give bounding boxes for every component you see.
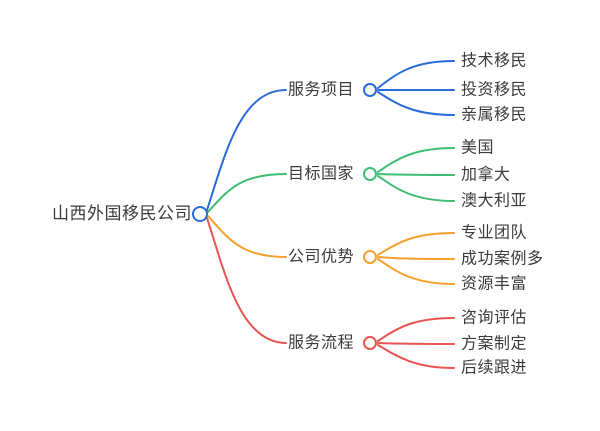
leaf-label-2-0[interactable]: 专业团队 <box>461 224 528 242</box>
edge-branch-1-to-leaf-0 <box>377 147 455 173</box>
leaf-label-2-1[interactable]: 成功案例多 <box>461 250 544 268</box>
leaf-label-3-1[interactable]: 方案制定 <box>461 335 528 353</box>
leaf-label-0-2[interactable]: 亲属移民 <box>461 106 528 124</box>
branch-2-node-circle[interactable] <box>363 250 377 264</box>
edge-root-to-branch-2 <box>207 215 287 258</box>
leaf-label-1-0[interactable]: 美国 <box>461 139 495 157</box>
branch-1-node-circle[interactable] <box>363 167 377 181</box>
edge-branch-0-to-leaf-2 <box>377 91 455 116</box>
leaf-label-0-1[interactable]: 投资移民 <box>461 81 528 99</box>
edge-branch-1-to-leaf-2 <box>377 175 455 202</box>
edge-branch-3-to-leaf-1 <box>377 342 455 345</box>
edge-branch-3-to-leaf-0 <box>377 317 455 342</box>
edge-root-to-branch-3 <box>206 217 287 344</box>
branch-label-3[interactable]: 服务流程 <box>288 334 355 352</box>
edge-branch-2-to-leaf-1 <box>377 256 455 260</box>
root-node-label[interactable]: 山西外国移民公司 <box>52 203 192 223</box>
edge-branch-3-to-leaf-2 <box>377 344 455 369</box>
branch-3-node-circle[interactable] <box>363 336 377 350</box>
branch-0-node-circle[interactable] <box>363 83 377 97</box>
leaf-label-0-0[interactable]: 技术移民 <box>461 52 528 70</box>
edge-branch-1-to-leaf-1 <box>377 173 455 176</box>
edge-branch-0-to-leaf-0 <box>377 60 455 89</box>
branch-label-0[interactable]: 服务项目 <box>288 81 355 99</box>
edge-root-to-branch-0 <box>206 89 287 211</box>
branch-label-1[interactable]: 目标国家 <box>288 165 355 183</box>
leaf-label-2-2[interactable]: 资源丰富 <box>461 275 528 293</box>
leaf-label-1-2[interactable]: 澳大利亚 <box>461 192 528 210</box>
edge-root-to-branch-1 <box>207 173 287 213</box>
edge-branch-2-to-leaf-0 <box>377 232 455 256</box>
root-node-circle[interactable] <box>192 206 208 222</box>
leaf-label-1-1[interactable]: 加拿大 <box>461 166 511 184</box>
branch-label-2[interactable]: 公司优势 <box>288 248 355 266</box>
edge-branch-2-to-leaf-2 <box>377 258 455 285</box>
leaf-label-3-0[interactable]: 咨询评估 <box>461 309 528 327</box>
leaf-label-3-2[interactable]: 后续跟进 <box>461 359 528 377</box>
